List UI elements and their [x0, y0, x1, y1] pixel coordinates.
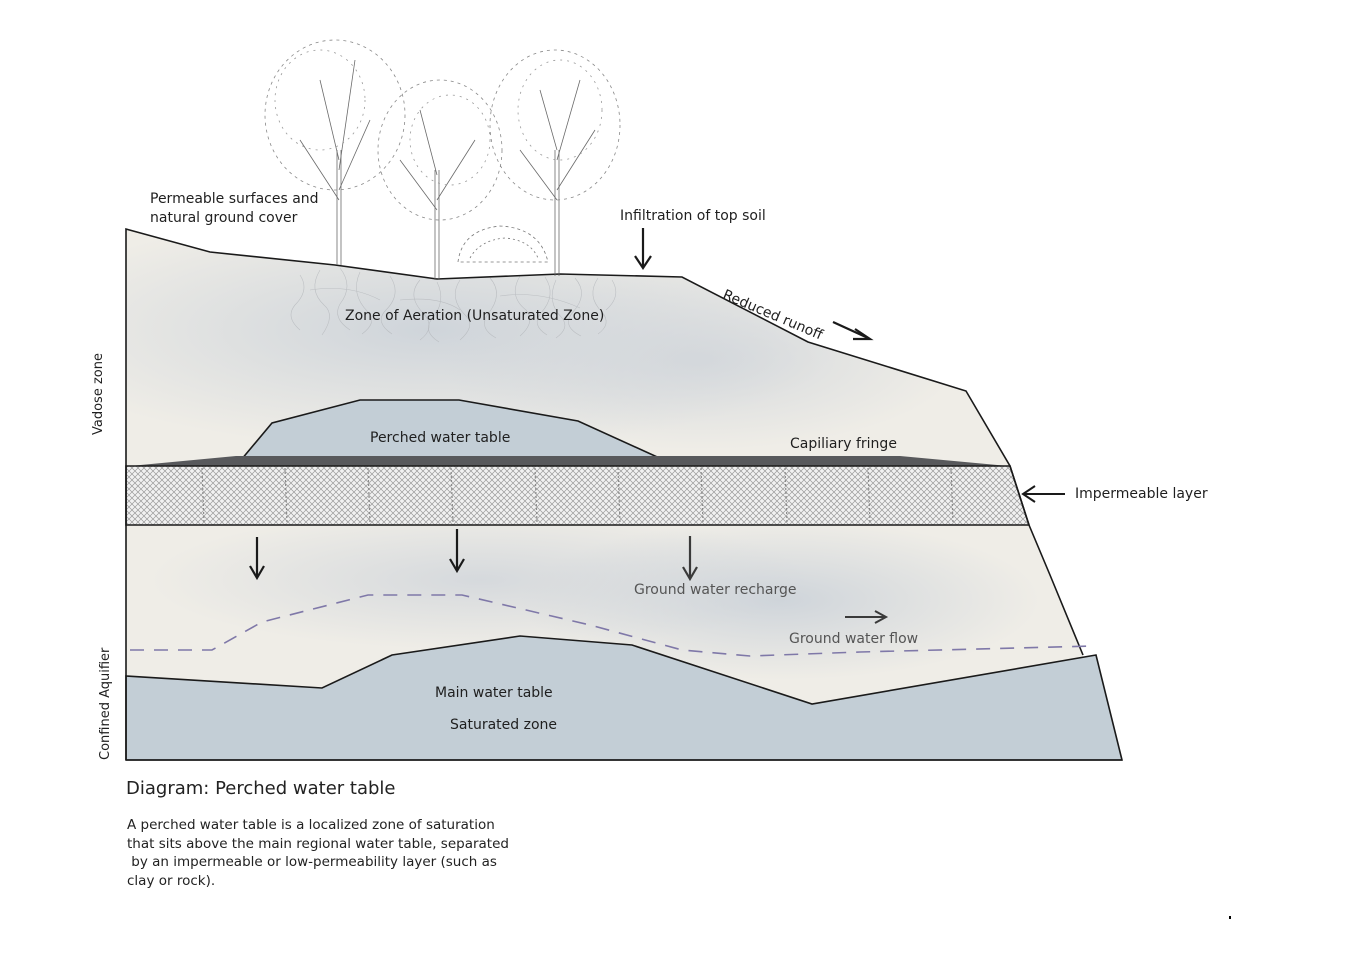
capillary-fringe	[130, 456, 1008, 466]
tree-icon	[489, 49, 621, 276]
shrub-icon	[457, 225, 549, 263]
saturated-zone-label: Saturated zone	[450, 717, 558, 733]
stray-mark	[1229, 916, 1231, 919]
tree-icon	[264, 39, 406, 265]
surface-label-line1: Permeable surfaces and	[150, 191, 319, 207]
description-line: by an impermeable or low-permeability la…	[127, 854, 497, 870]
description-line: A perched water table is a localized zon…	[127, 817, 495, 833]
impermeable-layer-seams	[201, 467, 954, 524]
impermeable-layer-arrow-icon	[1021, 485, 1065, 503]
recharge-arrow-icon	[682, 536, 698, 582]
runoff-arrow-icon	[832, 320, 874, 341]
main-water-table-label: Main water table	[435, 685, 553, 701]
recharge-label: Ground water recharge	[634, 582, 797, 598]
flow-label: Ground water flow	[789, 631, 919, 647]
perched-table-label: Perched water table	[370, 430, 511, 446]
recharge-arrow-icon	[249, 537, 265, 581]
diagram-title: Diagram: Perched water table	[126, 778, 396, 799]
diagram-description: A perched water table is a localized zon…	[127, 816, 509, 890]
impermeable-layer	[125, 465, 1031, 526]
water-table-dashed-line	[130, 594, 1096, 657]
infiltration-arrow-icon	[634, 228, 652, 270]
description-line: clay or rock).	[127, 872, 216, 889]
impermeable-layer-label: Impermeable layer	[1075, 486, 1208, 502]
description-line: that sits above the main regional water …	[127, 835, 509, 852]
surface-label-line2: natural ground cover	[150, 210, 298, 226]
flow-arrow-icon	[845, 610, 889, 624]
recharge-arrow-icon	[449, 529, 465, 574]
capillary-fringe-label: Capiliary fringe	[790, 436, 897, 452]
roots	[290, 267, 617, 343]
aeration-zone-label: Zone of Aeration (Unsaturated Zone)	[345, 308, 605, 324]
vadose-zone-label: Vadose zone	[91, 353, 106, 435]
tree-icon	[377, 79, 503, 280]
ground-surface-outline	[125, 227, 1084, 760]
infiltration-label: Infiltration of top soil	[620, 208, 766, 224]
confined-aquifer-label: Confined Aquifier	[98, 647, 113, 760]
